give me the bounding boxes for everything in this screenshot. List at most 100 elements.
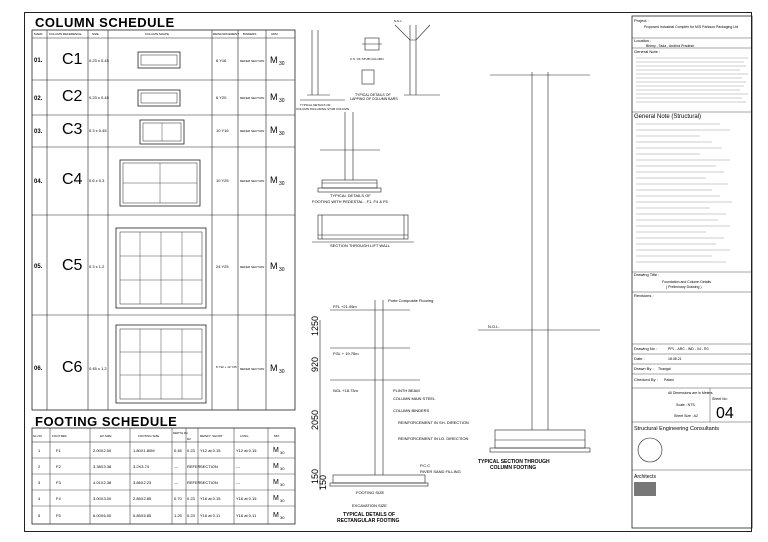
- col-row-binders: REFER SECTION: [240, 129, 264, 133]
- svg-text:2.00X2.00: 2.00X2.00: [93, 448, 112, 453]
- col-row-mark: C5: [62, 257, 83, 274]
- col-footing-title-b: COLUMN FOOTING: [490, 465, 536, 471]
- footing-row: 3 F3 4.01X2.38 3.86X2.23 --- REFER SECTI…: [38, 479, 285, 487]
- col-row-size: 0.6 x 0.3: [89, 178, 105, 183]
- dim-150b: 150: [318, 475, 328, 490]
- col-row-index: 06.: [34, 366, 43, 372]
- svg-text:30: 30: [280, 466, 285, 471]
- lift-wall-section: [312, 214, 414, 243]
- svg-text:0.23: 0.23: [187, 448, 196, 453]
- consultant-logo: [637, 437, 663, 463]
- dim-2050: 2050: [310, 410, 320, 430]
- col-row-grade-sub: 30: [279, 131, 285, 137]
- plinth-beam-label: PLINTH BEAM: [393, 388, 420, 393]
- svg-text:5.85X5.85: 5.85X5.85: [133, 513, 152, 518]
- svg-text:1.25: 1.25: [174, 513, 183, 518]
- col-row-binders: REFER SECTION: [240, 179, 264, 183]
- flooring-label: Porte Composite Flooring: [388, 298, 433, 303]
- col-row-grade-sub: 30: [279, 267, 285, 273]
- footing-row: 5 F5 6.00X6.00 5.85X5.85 1.25 0.23 Y16 a…: [38, 512, 285, 520]
- project-label: Project :: [634, 18, 649, 23]
- drawing-title-1: Foundation and Column Details: [662, 280, 711, 284]
- architect-logo: [634, 482, 656, 496]
- foot-header-short: REINFT. SHORT: [200, 434, 223, 438]
- column-schedule-title: COLUMN SCHEDULE: [35, 15, 175, 30]
- foot-header-d2: D2: [187, 437, 191, 441]
- svg-text:5: 5: [38, 513, 41, 518]
- general-note-structural: General Note (Structural): [634, 114, 701, 120]
- col-row-grade: M: [270, 125, 278, 135]
- revisions-label: Revisions :: [634, 293, 654, 298]
- rect-footing-title-a: TYPICAL DETAILS OF: [343, 512, 395, 518]
- footing-schedule-title: FOOTING SCHEDULE: [35, 414, 177, 429]
- svg-text:Y12 at 0.15: Y12 at 0.15: [236, 448, 257, 453]
- col-header-adm: ADM: [271, 32, 278, 36]
- svg-text:30: 30: [280, 515, 285, 520]
- foot-header-size: FOOTING SIZE: [138, 434, 159, 438]
- col-row-reinf: 8 Y32 + 12 Y25: [216, 365, 237, 369]
- column-schedule: COLUMN SCHEDULE MARK COLUMN REFERENCE SI…: [31, 15, 296, 411]
- dim-920: 920: [310, 357, 320, 372]
- column-section-shape: [137, 51, 181, 69]
- svg-text:4: 4: [38, 496, 41, 501]
- dim-150: 150: [310, 469, 320, 484]
- svg-text:---: ---: [174, 480, 179, 485]
- svg-text:M: M: [273, 512, 279, 519]
- sheet-no: 04: [716, 405, 734, 422]
- col-header-reinf: REINFORCEMENT: [213, 32, 239, 36]
- reinf-ld-label: REINFORCEMENT IN LD. DIRECTION: [398, 436, 468, 441]
- drawing-title-2: ( Preliminary Drawing ): [666, 285, 702, 289]
- svg-text:Y16 at 0.15: Y16 at 0.15: [200, 496, 221, 501]
- svg-text:1.80X1.80M: 1.80X1.80M: [133, 448, 155, 453]
- ngl-top-label: N.G.L.: [394, 19, 403, 23]
- col-row-grade-sub: 30: [279, 98, 285, 104]
- footing-row: 2 F2 3.38X3.38 3.2X3.74 --- REFER SECTIO…: [38, 463, 285, 471]
- col-stub-label-a: TYPICAL DETAILS OF: [300, 103, 331, 107]
- svg-text:F1: F1: [56, 448, 61, 453]
- col-row-reinf: 6 Y16: [216, 58, 227, 63]
- drawn-label: Drawn By :: [634, 366, 654, 371]
- foot-header-long: LONG: [240, 434, 249, 438]
- ngl-label: NGL +18.73m: [333, 388, 359, 393]
- footing-row: 1 F1 2.00X2.00 1.80X1.80M 0.45 0.23 Y12 …: [38, 447, 285, 455]
- stub-section-label: C.S. OF STUB COLUMN: [350, 57, 384, 61]
- svg-text:4.01X2.38: 4.01X2.38: [93, 480, 112, 485]
- column-section-shape: [137, 89, 181, 107]
- svg-text:REFER: REFER: [187, 464, 201, 469]
- col-row-index: 02.: [34, 96, 43, 102]
- col-row-grade: M: [270, 55, 278, 65]
- col-row-index: 04.: [34, 179, 43, 185]
- pedestal-label-a: TYPICAL DETAILS OF: [330, 193, 371, 198]
- main-steel-label: COLUMN MAIN STEEL: [393, 396, 436, 401]
- project-name: Proposed Industrial Complex for M/S Park…: [644, 25, 738, 29]
- lapping-label-b: LAPPING OF COLUMN BARS: [350, 97, 398, 101]
- col-row-size: 0.45 x 1.2: [89, 366, 107, 371]
- svg-text:SECTION: SECTION: [200, 480, 218, 485]
- column-section-shape: [139, 119, 185, 145]
- column-section-shape: [119, 159, 201, 207]
- col-row-grade-sub: 30: [279, 61, 285, 67]
- col-row-grade-sub: 30: [279, 181, 285, 187]
- svg-text:Y16 at 0.11: Y16 at 0.11: [236, 513, 257, 518]
- drawing-no: PPL - ARC - IND - 04 - R0: [668, 347, 709, 351]
- col-header-mark: MARK: [34, 32, 43, 36]
- svg-text:3.00X3.00: 3.00X3.00: [93, 496, 112, 501]
- svg-text:---: ---: [174, 464, 179, 469]
- col-row-size: 0.3 x 0.45: [89, 128, 107, 133]
- col-row-binders: REFER SECTION: [240, 96, 264, 100]
- col-row-index: 03.: [34, 129, 43, 135]
- col-row-grade: M: [270, 92, 278, 102]
- column-footing-section: [478, 72, 600, 453]
- svg-text:M: M: [273, 447, 279, 454]
- svg-text:F5: F5: [56, 513, 61, 518]
- col-row-size: 0.23 x 0.45: [89, 58, 110, 63]
- col-footing-title-a: TYPICAL SECTION THROUGH: [478, 459, 550, 465]
- col-row-size: 0.23 x 0.45: [89, 95, 110, 100]
- col-row-mark: C1: [62, 51, 83, 68]
- svg-text:30: 30: [280, 482, 285, 487]
- ngl-short-label: N.G.L.: [488, 324, 500, 329]
- svg-text:F4: F4: [56, 496, 61, 501]
- svg-text:0.23: 0.23: [187, 513, 196, 518]
- column-section-shape: [115, 324, 207, 404]
